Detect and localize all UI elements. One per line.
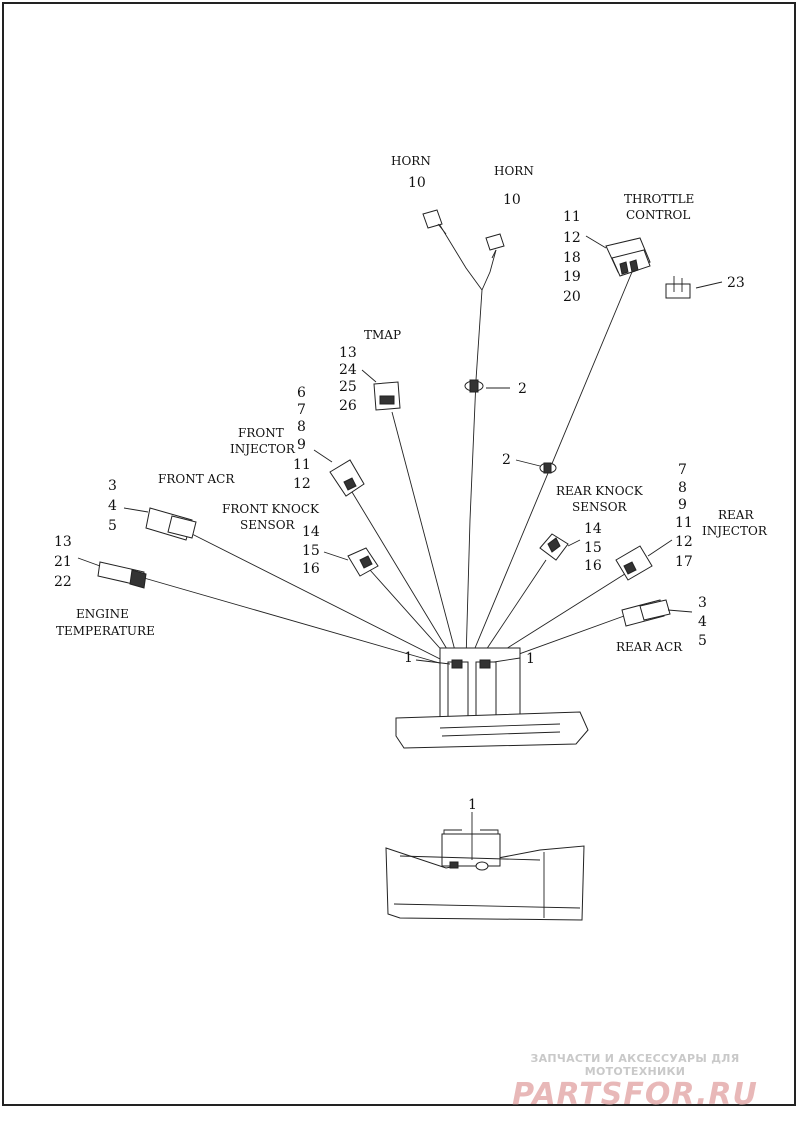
rear-knock-callout-2: 15 [584,540,602,556]
front-injector-callout-1: 6 [297,385,306,401]
strap-right-callout: 1 [526,651,535,667]
watermark-tagline: ЗАПЧАСТИ И АКСЕССУАРЫ ДЛЯ МОТОТЕХНИКИ [530,1052,740,1078]
frame-detail-lower [385,812,585,921]
rear-acr-callout-1: 3 [698,595,707,611]
rear-injector-callout-5: 12 [675,534,693,550]
tmap-connector [361,369,401,411]
engine-temp-callout-3: 22 [54,574,72,590]
rear-acr-callout-2: 4 [698,614,707,630]
front-acr-connector [123,507,197,541]
watermark-logo: PARTSFOR.RU [512,1077,758,1112]
rear-knock-callout-1: 14 [584,521,602,537]
rear-injector-label-line2: INJECTOR [702,524,768,538]
engine-temp-label-line1: ENGINE [76,607,129,621]
front-knock-label-line1: FRONT KNOCK [222,502,320,516]
throttle-callout-2: 12 [563,230,581,246]
horn-left-callout: 10 [408,175,426,191]
front-injector-callout-6: 12 [293,476,311,492]
clip-lower-callout: 2 [502,452,511,468]
horn-right-label: HORN [494,164,534,178]
front-knock-callout-2: 15 [302,543,320,559]
tmap-label: TMAP [364,328,401,342]
front-acr-callout-3: 5 [108,518,117,534]
page-border [2,2,796,1106]
throttle-callout-1: 11 [563,209,581,225]
rear-knock-sensor-connector [539,533,581,561]
strap-detail-callout: 1 [468,797,477,813]
front-acr-callout-2: 4 [108,498,117,514]
harness-clip-upper [464,379,510,393]
horn-right-callout: 10 [503,192,521,208]
bracket-callout-23: 23 [727,275,745,291]
front-injector-label-line2: INJECTOR [230,442,296,456]
front-knock-label-line2: SENSOR [240,518,296,532]
rear-acr-connector [621,599,693,627]
throttle-label-line1: THROTTLE [624,192,694,206]
tmap-callout-1: 13 [339,345,357,361]
horn-left-label: HORN [391,154,431,168]
rear-acr-callout-3: 5 [698,633,707,649]
rear-injector-callout-4: 11 [675,515,693,531]
rear-injector-label-line1: REAR [718,508,754,522]
horn-left-connector [422,209,447,235]
throttle-callout-3: 18 [563,250,581,266]
tmap-callout-3: 25 [339,379,357,395]
rear-injector-connector [615,539,673,581]
front-injector-callout-5: 11 [293,457,311,473]
rear-knock-label-line1: REAR KNOCK [556,484,644,498]
rear-acr-label: REAR ACR [616,640,683,654]
tmap-callout-2: 24 [339,362,357,378]
front-acr-callout-1: 3 [108,478,117,494]
rear-injector-callout-6: 17 [675,554,693,570]
rear-injector-callout-1: 7 [678,462,687,478]
clip-upper-callout: 2 [518,381,527,397]
front-injector-connector [313,449,365,497]
front-knock-callout-1: 14 [302,524,320,540]
throttle-control-connector [585,235,651,277]
rear-knock-label-line2: SENSOR [572,500,628,514]
bracket-part-23 [665,276,723,299]
rear-knock-callout-3: 16 [584,558,602,574]
engine-temperature-connector [77,557,147,589]
front-injector-callout-2: 7 [297,402,306,418]
front-injector-callout-3: 8 [297,419,306,435]
engine-temp-callout-2: 21 [54,554,72,570]
frame-mount-upper [395,647,589,749]
tmap-callout-4: 26 [339,398,357,414]
throttle-callout-4: 19 [563,269,581,285]
strap-left-callout: 1 [404,650,413,666]
front-acr-label: FRONT ACR [158,472,235,486]
front-knock-callout-3: 16 [302,561,320,577]
front-injector-label-line1: FRONT [238,426,284,440]
throttle-callout-5: 20 [563,289,581,305]
rear-injector-callout-3: 9 [678,497,687,513]
front-knock-sensor-connector [323,547,379,577]
throttle-label-line2: CONTROL [626,208,690,222]
horn-right-connector [485,233,505,259]
watermark: ЗАПЧАСТИ И АКСЕССУАРЫ ДЛЯ МОТОТЕХНИКИ PA… [480,1052,790,1112]
front-injector-callout-4: 9 [297,437,306,453]
harness-clip-lower [515,459,557,474]
rear-injector-callout-2: 8 [678,480,687,496]
engine-temp-callout-1: 13 [54,534,72,550]
harness-wires [143,221,633,667]
engine-temp-label-line2: TEMPERATURE [56,624,155,638]
